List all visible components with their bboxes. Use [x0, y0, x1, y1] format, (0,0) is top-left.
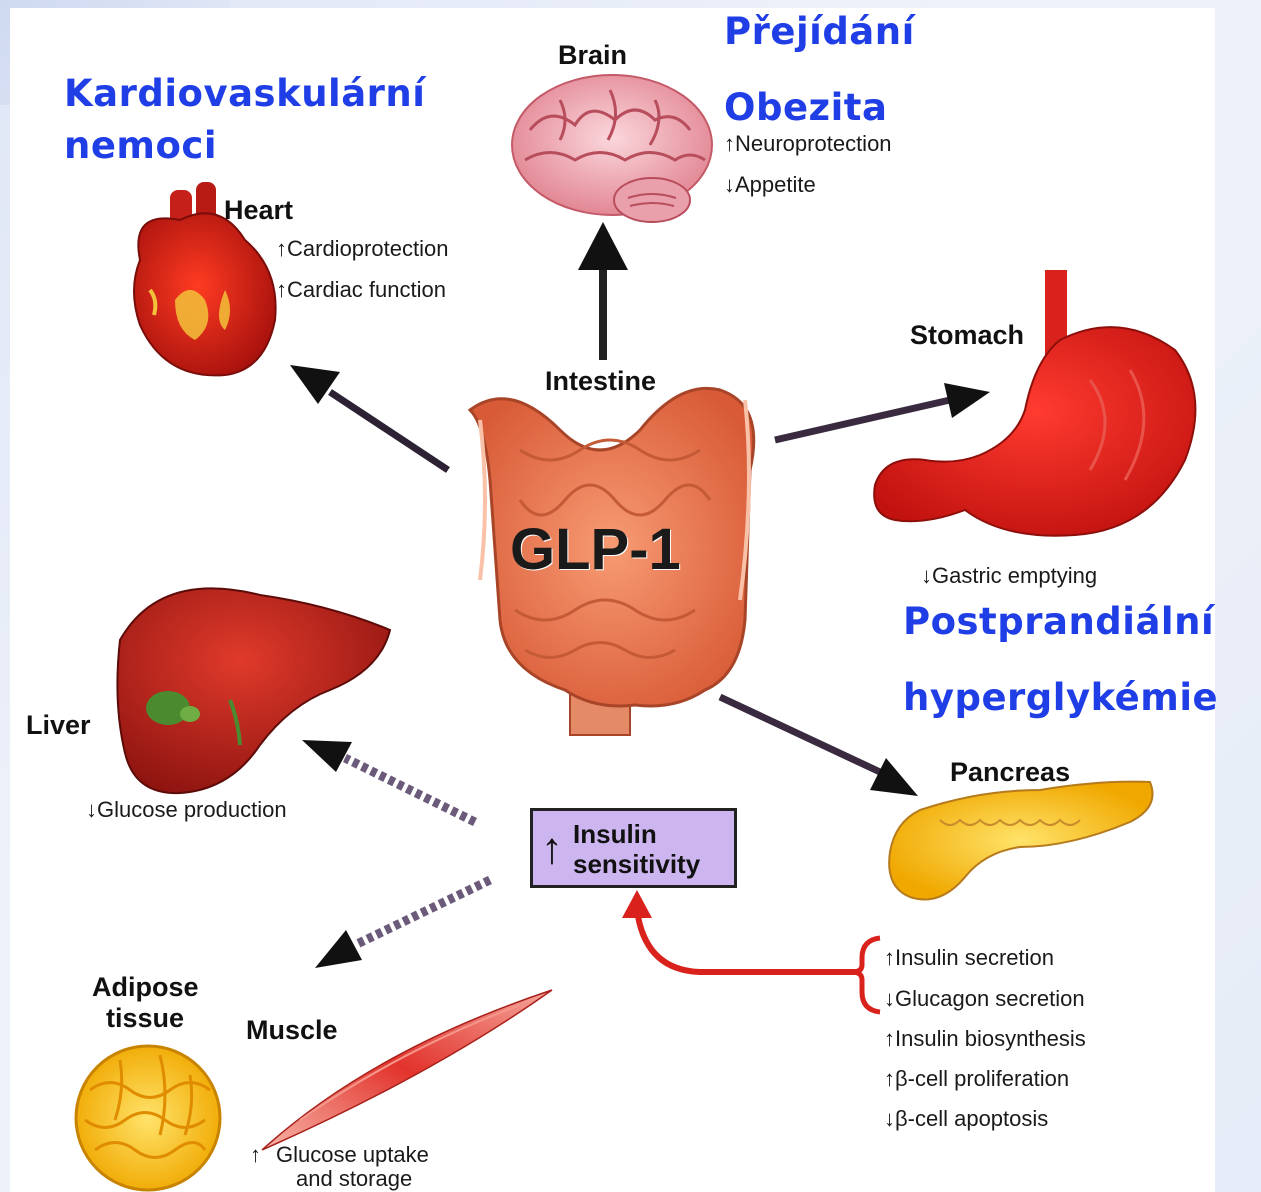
stomach-effect-1-text: Gastric emptying: [932, 563, 1097, 588]
pancreas-effect-3-arrow: ↑: [884, 1026, 895, 1051]
insulin-sensitivity-box: ↑ Insulin sensitivity: [530, 808, 737, 888]
adipose-title-line2: tissue: [106, 1003, 184, 1034]
pancreas-effect-4-text: β-cell proliferation: [895, 1066, 1069, 1091]
label-kardiovaskularni: Kardiovaskulární: [64, 72, 425, 115]
pancreas-icon: [889, 782, 1152, 900]
liver-effect-1-text: Glucose production: [97, 797, 287, 822]
red-feedback-arrow: [622, 890, 880, 1012]
stomach-effect-1-arrow: ↓: [921, 563, 932, 588]
arrow-to-heart: [290, 365, 448, 470]
up-arrow-icon: ↑: [541, 825, 563, 873]
heart-effect-2-text: Cardiac function: [287, 277, 446, 302]
pancreas-effect-5-arrow: ↓: [884, 1106, 895, 1131]
brain-effect-2: ↓Appetite: [724, 172, 816, 198]
heart-effect-2-arrow: ↑: [276, 277, 287, 302]
pancreas-effect-5-text: β-cell apoptosis: [895, 1106, 1048, 1131]
arrow-to-liver-dashed: [302, 740, 475, 822]
heart-effect-1: ↑Cardioprotection: [276, 236, 448, 262]
heart-effect-1-text: Cardioprotection: [287, 236, 448, 261]
muscle-title: Muscle: [246, 1015, 338, 1046]
pancreas-effect-3: ↑Insulin biosynthesis: [884, 1026, 1086, 1052]
pancreas-effect-4: ↑β-cell proliferation: [884, 1066, 1069, 1092]
liver-effect-1: ↓Glucose production: [86, 797, 287, 823]
brain-effect-2-text: Appetite: [735, 172, 816, 197]
pancreas-effect-2-arrow: ↓: [884, 986, 895, 1011]
heart-effect-1-arrow: ↑: [276, 236, 287, 261]
arrow-to-pancreas: [720, 697, 918, 796]
pancreas-effect-5: ↓β-cell apoptosis: [884, 1106, 1048, 1132]
intestine-title: Intestine: [545, 366, 656, 397]
pancreas-effect-3-text: Insulin biosynthesis: [895, 1026, 1086, 1051]
brain-effect-1: ↑Neuroprotection: [724, 131, 892, 157]
stomach-title: Stomach: [910, 320, 1024, 351]
brain-title: Brain: [558, 40, 627, 71]
brain-effect-1-arrow: ↑: [724, 131, 735, 156]
arrow-to-brain: [578, 222, 628, 360]
brain-effect-1-text: Neuroprotection: [735, 131, 892, 156]
insulin-box-line1: Insulin: [573, 819, 657, 850]
muscle-effect-line1: Glucose uptake: [276, 1142, 429, 1168]
stomach-effect-1: ↓Gastric emptying: [921, 563, 1097, 589]
liver-icon: [117, 588, 390, 793]
label-nemoci: nemoci: [64, 124, 217, 167]
pancreas-effect-1-arrow: ↑: [884, 945, 895, 970]
pancreas-effect-4-arrow: ↑: [884, 1066, 895, 1091]
pancreas-effect-1-text: Insulin secretion: [895, 945, 1054, 970]
liver-effect-1-arrow: ↓: [86, 797, 97, 822]
pancreas-effect-2-text: Glucagon secretion: [895, 986, 1085, 1011]
label-hyperglykemie: hyperglykémie: [903, 676, 1218, 719]
glp1-label: GLP-1: [510, 516, 681, 583]
liver-title: Liver: [26, 710, 91, 741]
muscle-effect-arrow: ↑: [250, 1142, 261, 1168]
pancreas-effect-2: ↓Glucagon secretion: [884, 986, 1085, 1012]
adipose-title-line1: Adipose: [92, 972, 199, 1003]
label-obezita: Obezita: [724, 86, 887, 129]
adipose-icon: [76, 1046, 220, 1190]
label-postprandialni: Postprandiální: [903, 600, 1214, 643]
arrow-to-stomach: [775, 383, 990, 440]
brain-icon: [512, 75, 712, 222]
brain-effect-2-arrow: ↓: [724, 172, 735, 197]
arrow-to-muscle-dashed: [315, 880, 490, 968]
muscle-effect-line2: and storage: [296, 1166, 412, 1192]
heart-title: Heart: [224, 195, 293, 226]
insulin-box-line2: sensitivity: [573, 849, 700, 880]
pancreas-title: Pancreas: [950, 757, 1070, 788]
muscle-icon: [262, 990, 552, 1150]
heart-effect-2: ↑Cardiac function: [276, 277, 446, 303]
label-prejidani: Přejídání: [724, 10, 915, 53]
pancreas-effect-1: ↑Insulin secretion: [884, 945, 1054, 971]
